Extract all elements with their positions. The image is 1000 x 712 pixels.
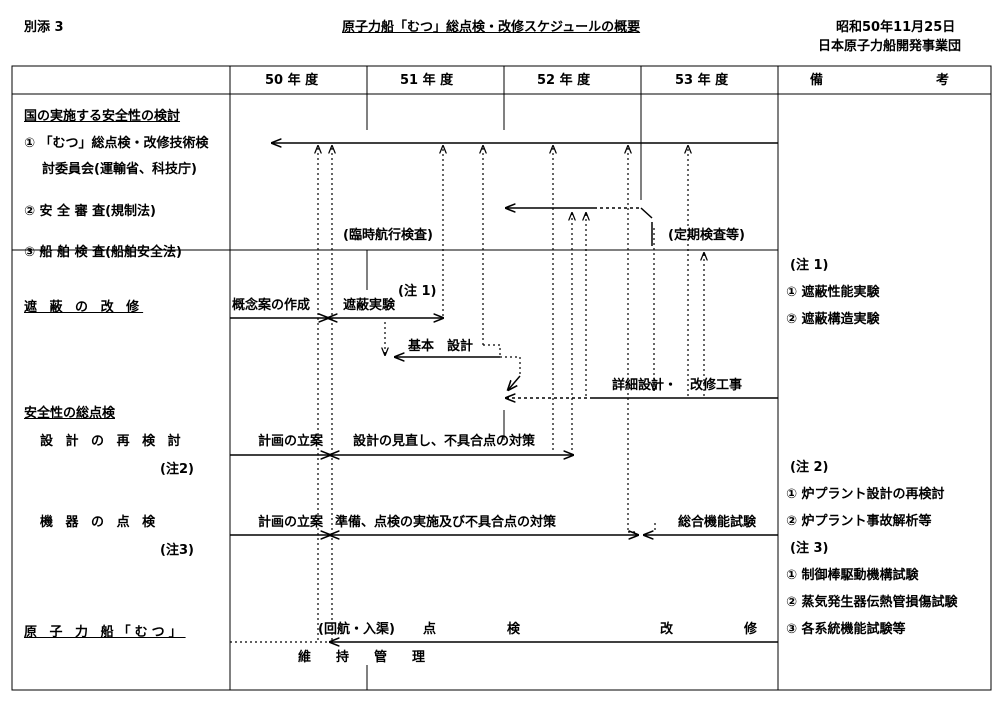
label-periodic: (定期検査等) <box>668 228 745 243</box>
table-border <box>11 65 992 691</box>
label-design-revision: 設計の見直し、不具合点の対策 <box>353 434 536 449</box>
remark-note3-item1: ① 制御棒駆動機構試験 <box>786 568 919 583</box>
row-safety-check: 安全性の総点検 <box>24 406 116 421</box>
row-item3: ③ 船 舶 検 査(船舶安全法) <box>24 245 182 260</box>
remark-note2-item2: ② 炉プラント事故解析等 <box>786 514 932 529</box>
label-shield-exp: 遮蔽実験 <box>343 298 396 313</box>
remark-note3-title: (注 3) <box>790 541 829 556</box>
label-concept: 概念案の作成 <box>232 298 311 313</box>
label-repair-1: 改 <box>660 622 674 637</box>
remark-note2-item1: ① 炉プラント設計の再検討 <box>786 487 945 502</box>
remark-note3-item3: ③ 各系統機能試験等 <box>786 622 906 637</box>
remark-note1-title: (注 1) <box>790 258 829 273</box>
organization: 日本原子力船開発事業団 <box>818 39 962 54</box>
label-integrated-test: 総合機能試験 <box>678 515 757 530</box>
row-gov-review: 国の実施する安全性の検討 <box>24 109 181 124</box>
label-plan-design: 計画の立案 <box>258 434 324 449</box>
row-ship: 原 子 力 船「むつ」 <box>24 625 186 640</box>
col-51: 51 年 度 <box>400 73 454 88</box>
date: 昭和50年11月25日 <box>836 20 956 35</box>
remark-note2-title: (注 2) <box>790 460 829 475</box>
attachment-label: 別添 3 <box>24 20 64 35</box>
col-52: 52 年 度 <box>537 73 591 88</box>
label-plan-equip: 計画の立案 <box>258 515 324 530</box>
row-item2: ② 安 全 審 査(規制法) <box>24 204 156 219</box>
label-maintenance: 維 持 管 理 <box>298 650 432 665</box>
label-detailed-design: 詳細設計・ 改修工事 <box>612 378 743 393</box>
col-remarks: 備 考 <box>810 73 958 88</box>
row-item1-b: 討委員会(運輸省、科技庁) <box>42 162 197 177</box>
row-item1-a: ① 「むつ」総点検・改修技術検 <box>24 136 209 151</box>
row-shield: 遮 蔽 の 改 修 <box>24 300 144 315</box>
remark-note3-item2: ② 蒸気発生器伝熱管損傷試験 <box>786 595 958 610</box>
page-title: 原子力船「むつ」総点検・改修スケジュールの概要 <box>342 20 641 35</box>
remark-note1-item1: ① 遮蔽性能実験 <box>786 285 880 300</box>
col-50: 50 年 度 <box>265 73 319 88</box>
row-note2-ref: (注2) <box>160 462 194 477</box>
remark-note1-item2: ② 遮蔽構造実験 <box>786 312 880 327</box>
label-inspection-2: 検 <box>507 622 521 637</box>
label-temp-voyage: (臨時航行検査) <box>343 228 433 243</box>
label-note1-ref: (注 1) <box>398 284 437 299</box>
label-repair-2: 修 <box>744 622 758 637</box>
label-inspection-1: 点 <box>423 622 437 637</box>
label-basic-design: 基本 設計 <box>408 339 474 354</box>
label-prep-inspection: 準備、点検の実施及び不具合点の対策 <box>335 515 557 530</box>
row-equipment-check: 機 器 の 点 検 <box>40 515 160 530</box>
col-53: 53 年 度 <box>675 73 729 88</box>
row-note3-ref: (注3) <box>160 543 194 558</box>
row-design-review: 設 計 の 再 検 討 <box>40 434 185 449</box>
label-return-entry: (回航・入渠) <box>318 622 395 637</box>
